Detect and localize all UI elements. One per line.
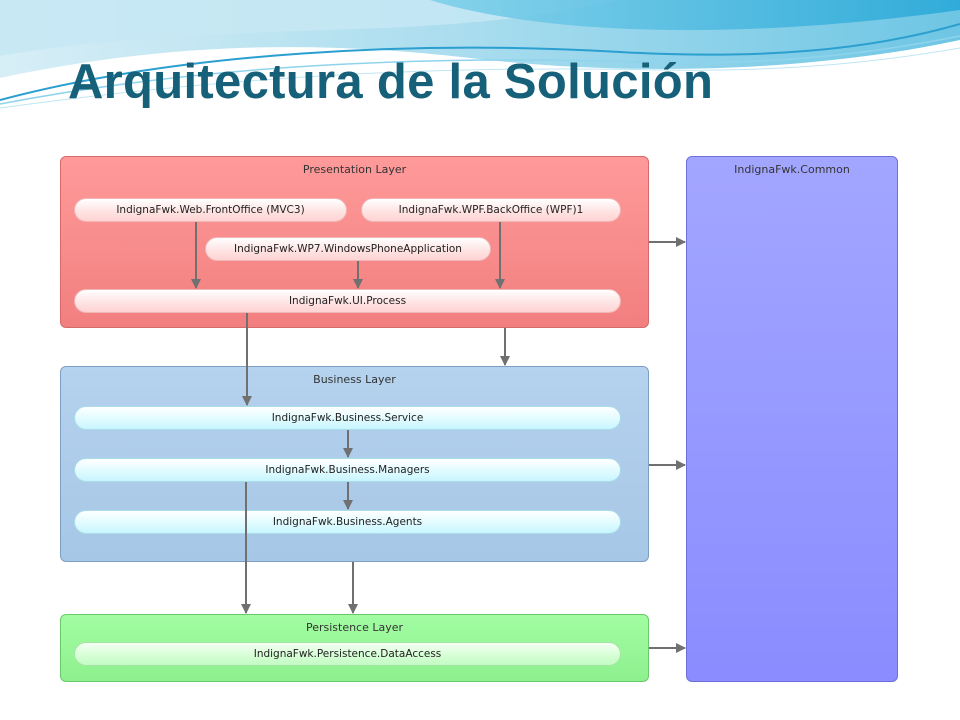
slide-title: Arquitectura de la Solución: [68, 55, 714, 109]
common-layer: IndignaFwk.Common: [686, 156, 898, 682]
presentation-layer-label: Presentation Layer: [302, 163, 407, 176]
component-business-managers: IndignaFwk.Business.Managers: [74, 458, 621, 482]
common-layer-label: IndignaFwk.Common: [734, 163, 850, 176]
component-windows-phone: IndignaFwk.WP7.WindowsPhoneApplication: [205, 237, 491, 261]
component-data-access: IndignaFwk.Persistence.DataAccess: [74, 642, 621, 666]
component-ui-process: IndignaFwk.UI.Process: [74, 289, 621, 313]
component-business-agents: IndignaFwk.Business.Agents: [74, 510, 621, 534]
persistence-layer-label: Persistence Layer: [305, 621, 404, 634]
component-business-service: IndignaFwk.Business.Service: [74, 406, 621, 430]
business-layer-label: Business Layer: [313, 373, 396, 386]
component-front-office: IndignaFwk.Web.FrontOffice (MVC3): [74, 198, 347, 222]
component-back-office: IndignaFwk.WPF.BackOffice (WPF)1: [361, 198, 621, 222]
decorative-wave-header: [0, 0, 960, 109]
